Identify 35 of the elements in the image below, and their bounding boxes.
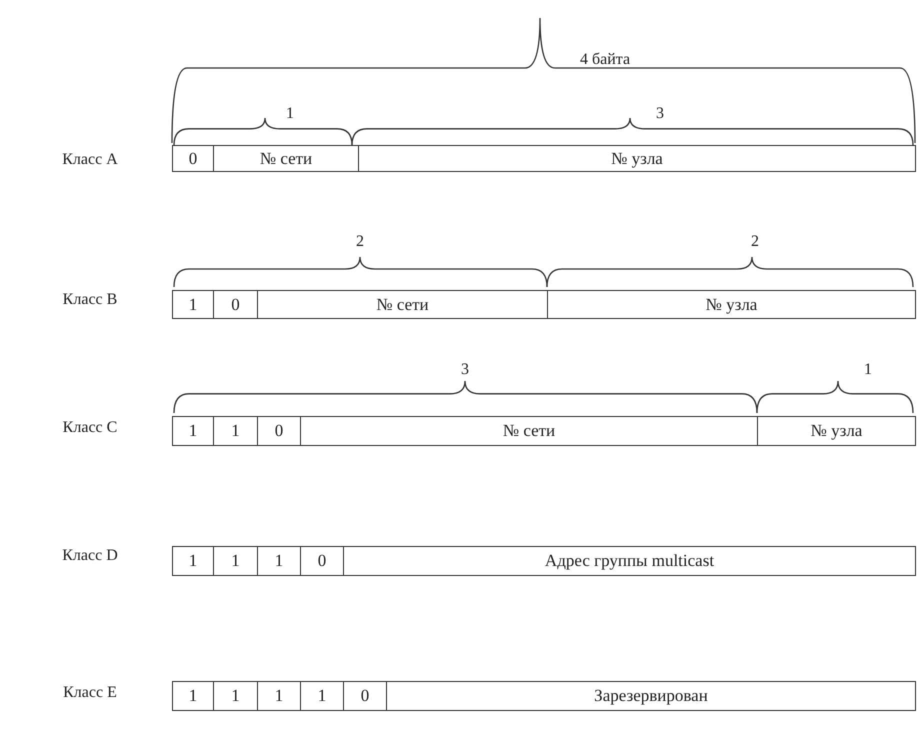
bit-field: 0 <box>172 145 214 172</box>
address-field: Адрес группы multicast <box>343 546 916 576</box>
bit-field: 0 <box>300 546 344 576</box>
class-label: Класс C <box>62 419 118 437</box>
bit-field: 1 <box>300 681 344 711</box>
bit-field: 0 <box>343 681 387 711</box>
address-field: № узла <box>757 416 916 446</box>
address-field: Зарезервирован <box>386 681 916 711</box>
bit-field: 1 <box>213 546 258 576</box>
bit-field: 1 <box>172 546 214 576</box>
brace-label: 2 <box>356 233 364 251</box>
address-field: № сети <box>213 145 359 172</box>
class-label: Класс B <box>62 291 118 309</box>
bit-field: 1 <box>213 681 258 711</box>
bit-field: 1 <box>172 681 214 711</box>
bit-field: 1 <box>172 290 214 319</box>
brace-label: 3 <box>656 105 664 123</box>
bit-field: 0 <box>213 290 258 319</box>
bit-field: 0 <box>257 416 301 446</box>
brace-label: 4 байта <box>580 51 630 69</box>
brace-label: 3 <box>461 361 469 379</box>
brace-label: 2 <box>751 233 759 251</box>
bit-field: 1 <box>257 546 301 576</box>
brace-label: 1 <box>864 361 872 379</box>
bit-field: 1 <box>213 416 258 446</box>
bit-field: 1 <box>257 681 301 711</box>
address-field: № узла <box>358 145 916 172</box>
class-label: Класс D <box>62 547 118 565</box>
bit-field: 1 <box>172 416 214 446</box>
brace-label: 1 <box>286 105 294 123</box>
address-field: № узла <box>547 290 916 319</box>
class-label: Класс A <box>62 151 118 169</box>
class-label: Класс E <box>63 684 117 702</box>
address-field: № сети <box>300 416 758 446</box>
address-field: № сети <box>257 290 548 319</box>
